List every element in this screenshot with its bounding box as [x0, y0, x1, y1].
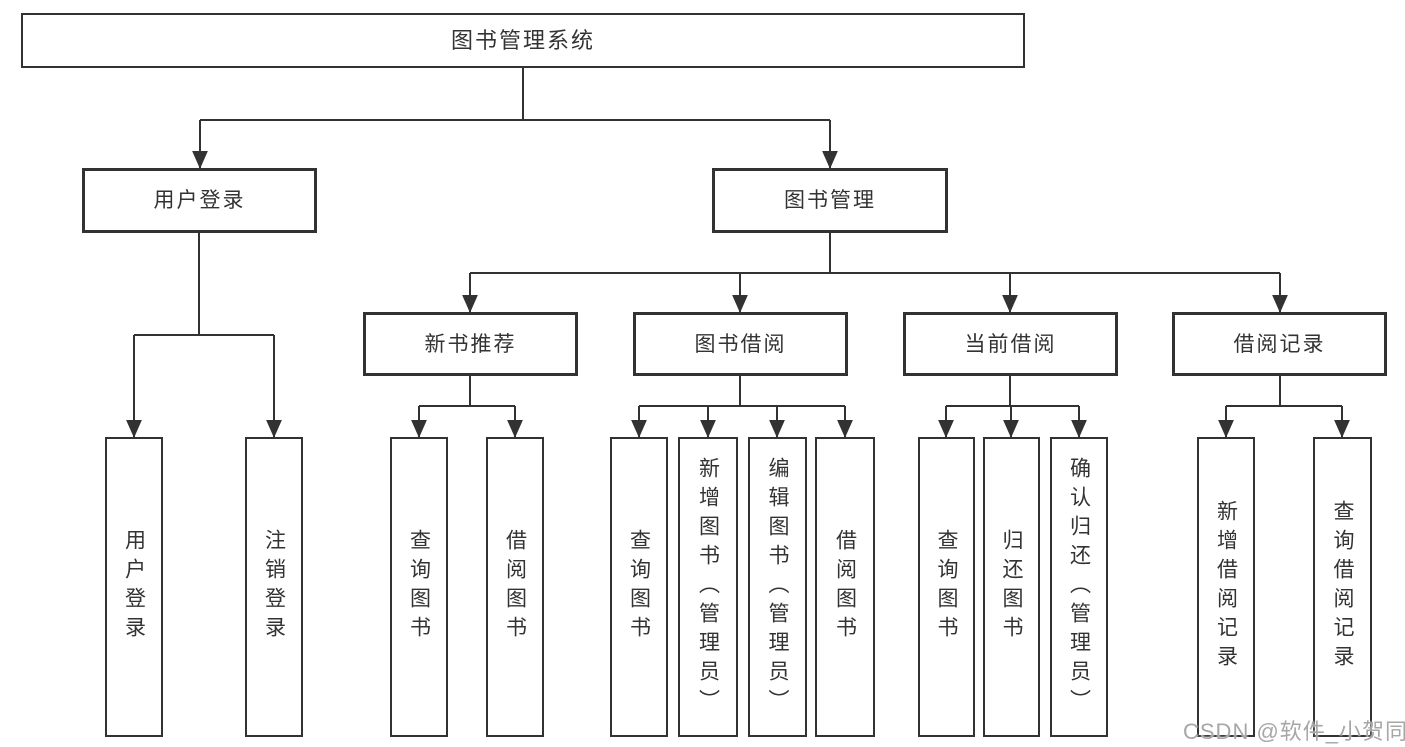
- leaf-recommend-borrow-books-label: 借阅图书: [503, 529, 527, 645]
- leaf-user-login: 用户登录: [105, 437, 163, 737]
- node-root-label: 图书管理系统: [450, 27, 595, 53]
- node-borrowing-records-label: 借阅记录: [1233, 332, 1326, 356]
- leaf-logout-label: 注销登录: [262, 529, 286, 645]
- leaf-recommend-query-books-label: 查询图书: [407, 529, 431, 645]
- leaf-borrowing-query-books: 查询图书: [610, 437, 668, 737]
- node-root-system: 图书管理系统: [21, 13, 1025, 68]
- leaf-add-borrow-record-label: 新增借阅记录: [1214, 500, 1238, 674]
- leaf-add-borrow-record: 新增借阅记录: [1197, 437, 1255, 737]
- leaf-borrowing-borrow-books: 借阅图书: [815, 437, 875, 737]
- leaf-current-query-books-label: 查询图书: [935, 529, 958, 645]
- leaf-confirm-return-admin-label: 确认归还（管理员）: [1067, 456, 1091, 718]
- node-book-management-label: 图书管理: [784, 189, 876, 212]
- leaf-return-books: 归还图书: [983, 437, 1040, 737]
- leaf-recommend-borrow-books: 借阅图书: [486, 437, 544, 737]
- leaf-confirm-return-admin: 确认归还（管理员）: [1050, 437, 1108, 737]
- csdn-watermark: CSDN @软件_小贺同学: [1183, 719, 1405, 744]
- leaf-recommend-query-books: 查询图书: [390, 437, 448, 737]
- leaf-logout: 注销登录: [245, 437, 303, 737]
- node-borrowing-records: 借阅记录: [1172, 312, 1387, 376]
- leaf-borrowing-query-books-label: 查询图书: [627, 529, 651, 645]
- node-new-book-recommendation-label: 新书推荐: [424, 332, 517, 356]
- node-user-login-label: 用户登录: [153, 189, 246, 212]
- node-current-borrowing-label: 当前借阅: [964, 332, 1057, 356]
- node-user-login: 用户登录: [82, 168, 317, 233]
- node-book-borrowing: 图书借阅: [633, 312, 848, 376]
- leaf-add-books-admin: 新增图书（管理员）: [678, 437, 738, 737]
- leaf-return-books-label: 归还图书: [1000, 529, 1023, 645]
- leaf-current-query-books: 查询图书: [918, 437, 975, 737]
- leaf-query-borrow-record: 查询借阅记录: [1313, 437, 1372, 737]
- leaf-user-login-label: 用户登录: [122, 529, 146, 645]
- node-book-management: 图书管理: [712, 168, 948, 233]
- node-new-book-recommendation: 新书推荐: [363, 312, 578, 376]
- leaf-borrowing-borrow-books-label: 借阅图书: [833, 529, 857, 645]
- leaf-edit-books-admin: 编辑图书（管理员）: [748, 437, 807, 737]
- node-current-borrowing: 当前借阅: [903, 312, 1118, 376]
- node-book-borrowing-label: 图书借阅: [694, 332, 787, 356]
- leaf-add-books-admin-label: 新增图书（管理员）: [696, 456, 720, 718]
- leaf-edit-books-admin-label: 编辑图书（管理员）: [766, 456, 789, 718]
- leaf-query-borrow-record-label: 查询借阅记录: [1331, 500, 1354, 674]
